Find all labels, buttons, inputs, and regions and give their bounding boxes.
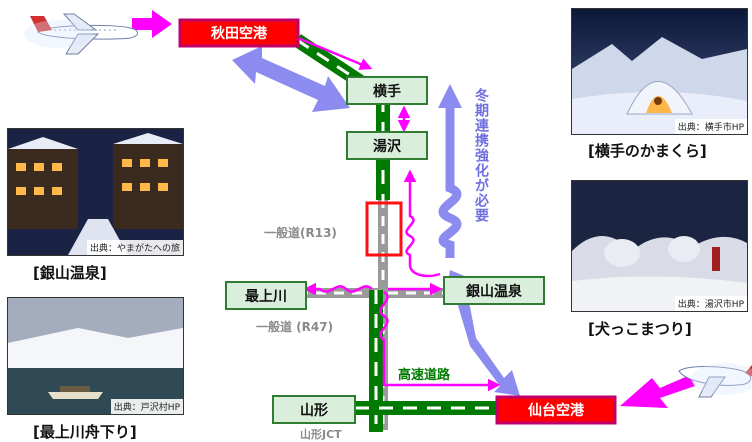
caption-mogamigawa-funakudari: [最上川舟下り] bbox=[33, 423, 137, 441]
photo-mogamigawa-funakudari: 出典：戸沢村HP bbox=[7, 297, 184, 415]
label-yamagata-jct: 山形JCT bbox=[300, 427, 342, 440]
caption-yokote-kamakura: [横手のかまくら] bbox=[588, 142, 707, 160]
node-yamagata: 山形 bbox=[272, 395, 356, 424]
node-sendai-airport: 仙台空港 bbox=[495, 395, 617, 425]
credit-yokote: 出典：横手市HP bbox=[674, 119, 747, 134]
credit-yuzawa: 出典：湯沢市HP bbox=[674, 296, 747, 311]
caption-ginzan-onsen: [銀山温泉] bbox=[33, 264, 107, 282]
node-akita-airport: 秋田空港 bbox=[178, 18, 300, 48]
ginzan-image-icon bbox=[8, 129, 183, 255]
label-road-r47: 一般道 (R47) bbox=[256, 319, 333, 334]
node-sendai-airport-label: 仙台空港 bbox=[528, 402, 585, 419]
airplane-icon-right bbox=[678, 363, 752, 398]
funakudari-image-icon bbox=[8, 298, 183, 414]
photo-inukko-matsuri: 出典：湯沢市HP bbox=[571, 180, 748, 312]
magenta-arrow-akita-yokote bbox=[297, 36, 373, 70]
magenta-wavy-r47-left bbox=[303, 282, 373, 296]
magenta-wavy-south bbox=[379, 290, 501, 392]
node-yokote: 横手 bbox=[346, 76, 428, 105]
airplane-icon-left bbox=[24, 13, 138, 55]
label-road-r13: 一般道(R13) bbox=[264, 225, 337, 240]
credit-mogamigawa: 出典：戸沢村HP bbox=[110, 399, 183, 414]
kamakura-image-icon bbox=[572, 9, 747, 134]
node-yuzawa-label: 湯沢 bbox=[373, 138, 402, 155]
node-yuzawa: 湯沢 bbox=[346, 131, 428, 160]
magenta-arrow-plane-to-sendai bbox=[620, 375, 695, 408]
node-ginzan-onsen-label: 銀山温泉 bbox=[466, 283, 523, 300]
photo-yokote-kamakura: 出典：横手市HP bbox=[571, 8, 748, 135]
photo-ginzan-onsen: 出典：やまがたへの旅 bbox=[7, 128, 184, 256]
magenta-arrow-plane-to-akita bbox=[132, 10, 172, 38]
inukko-image-icon bbox=[572, 181, 747, 311]
blue-double-arrow-akita-yokote bbox=[232, 46, 350, 112]
winter-cooperation-arrow bbox=[438, 105, 462, 258]
missing-link-box bbox=[365, 201, 403, 257]
caption-inukko-matsuri: [犬っこまつり] bbox=[588, 320, 692, 338]
node-yokote-label: 横手 bbox=[373, 83, 401, 100]
winter-cooperation-arrow-head bbox=[438, 84, 462, 108]
label-expressway: 高速道路 bbox=[398, 367, 451, 383]
node-yamagata-label: 山形 bbox=[300, 402, 328, 419]
node-mogamigawa: 最上川 bbox=[225, 281, 307, 310]
label-winter-cooperation: 冬期連携強化が必要 bbox=[473, 87, 490, 223]
credit-ginzan: 出典：やまがたへの旅 bbox=[86, 240, 183, 255]
magenta-wavy-r13 bbox=[403, 169, 417, 266]
node-mogamigawa-label: 最上川 bbox=[245, 288, 287, 305]
node-ginzan-onsen: 銀山温泉 bbox=[443, 276, 545, 305]
node-akita-airport-label: 秋田空港 bbox=[211, 25, 268, 42]
magenta-branch-yuzawa bbox=[408, 265, 441, 278]
